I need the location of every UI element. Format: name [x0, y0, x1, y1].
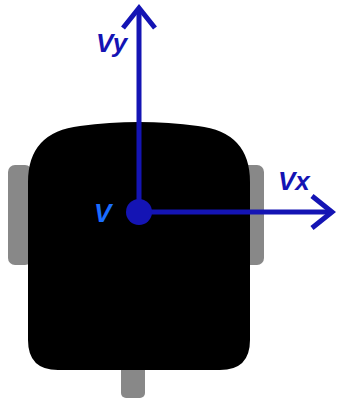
center-point: [126, 199, 152, 225]
vx-axis: [139, 210, 330, 215]
velocity-label: V: [94, 200, 111, 226]
vy-arrowhead: [123, 8, 155, 28]
vx-arrowhead: [312, 196, 332, 228]
velocity-x-label: Vx: [278, 168, 310, 194]
velocity-y-label: Vy: [96, 30, 127, 56]
vy-axis: [137, 10, 142, 212]
